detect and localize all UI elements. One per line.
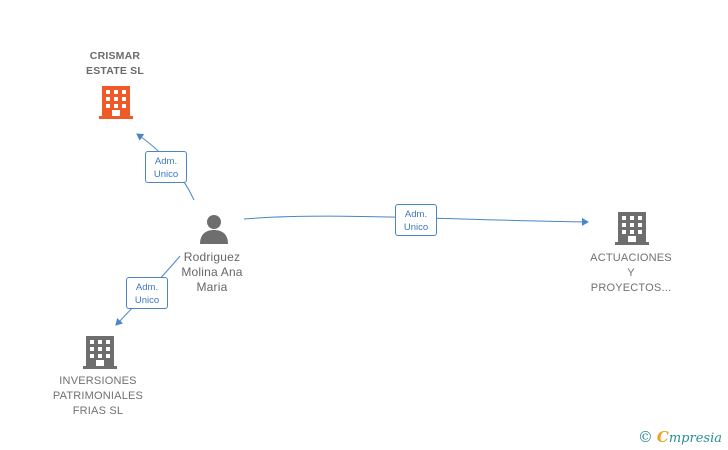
edge-label-to-crismar[interactable]: Adm. Unico: [145, 151, 187, 183]
actuaciones-label-line: ACTUACIONES: [590, 252, 672, 264]
crismar-label[interactable]: CRISMAR ESTATE SL: [60, 49, 170, 79]
crismar-label-line: CRISMAR: [89, 50, 141, 62]
edge-label-line: Unico: [134, 295, 160, 306]
brand-initial: C: [656, 428, 669, 446]
inversiones-label[interactable]: INVERSIONES PATRIMONIALES FRIAS SL: [38, 374, 158, 419]
building-icon[interactable]: [615, 210, 649, 246]
building-icon[interactable]: [99, 84, 133, 120]
edge-label-to-inversiones[interactable]: Adm. Unico: [126, 277, 168, 309]
person-label-line: Maria: [196, 280, 228, 294]
edge-label-to-actuaciones[interactable]: Adm. Unico: [395, 204, 437, 236]
edge-label-line: Unico: [153, 169, 179, 180]
inversiones-label-line: PATRIMONIALES: [52, 390, 144, 402]
edge-label-line: Unico: [403, 222, 429, 233]
actuaciones-label-line: PROYECTOS...: [590, 282, 672, 294]
edge-label-line: Adm.: [135, 282, 159, 293]
person-label[interactable]: Rodriguez Molina Ana Maria: [160, 250, 264, 295]
person-label-line: Rodriguez: [183, 250, 241, 264]
actuaciones-label[interactable]: ACTUACIONES Y PROYECTOS...: [575, 251, 687, 296]
inversiones-label-line: FRIAS SL: [72, 405, 124, 417]
actuaciones-label-line: Y: [627, 267, 635, 279]
inversiones-label-line: INVERSIONES: [59, 375, 137, 387]
edge-label-line: Adm.: [404, 209, 428, 220]
copyright-icon: ©: [637, 428, 653, 446]
building-icon[interactable]: [83, 334, 117, 370]
copyright-brand: ©Cmpresia: [638, 428, 722, 446]
edge-label-line: Adm.: [154, 156, 178, 167]
crismar-label-line: ESTATE SL: [86, 65, 144, 77]
person-icon[interactable]: [198, 212, 230, 244]
brand-name: mpresia: [668, 431, 722, 446]
person-label-line: Molina Ana: [181, 265, 243, 279]
